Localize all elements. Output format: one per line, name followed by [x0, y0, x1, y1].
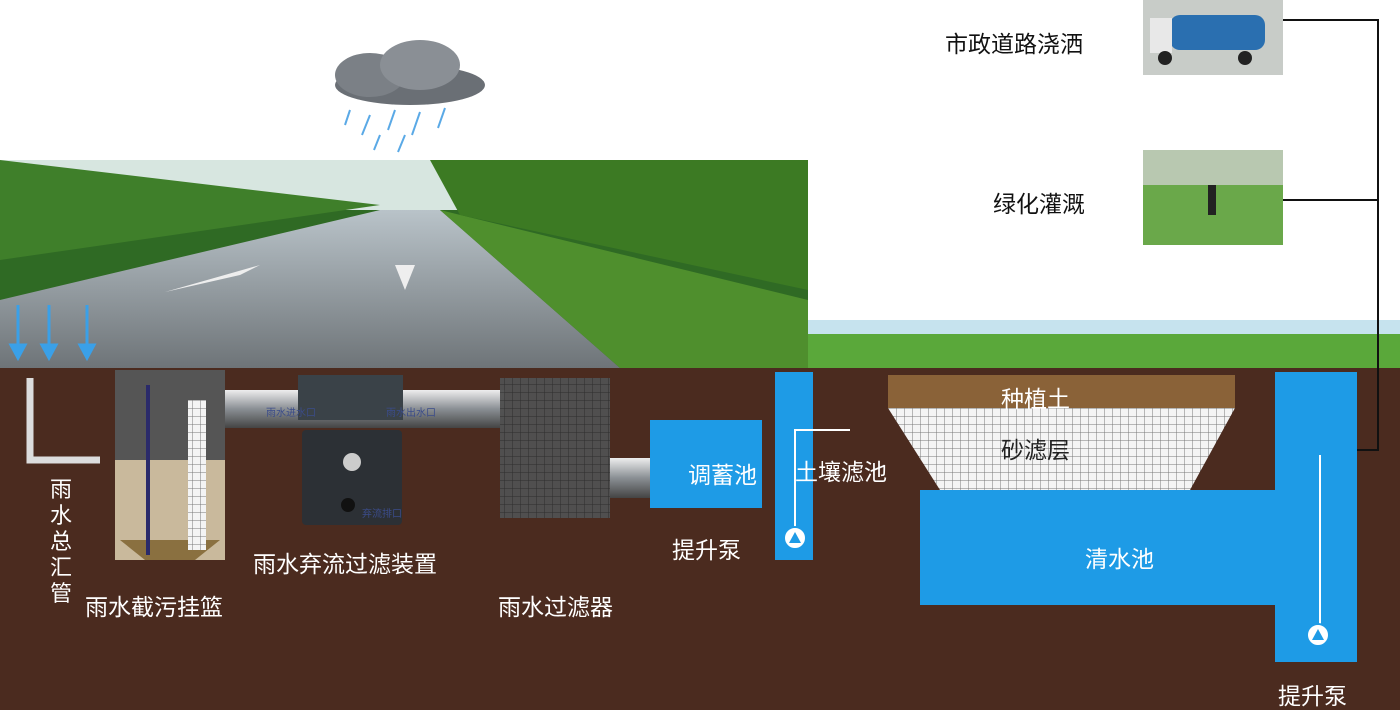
basket-well — [115, 370, 225, 560]
label-pump-1: 提升泵 — [672, 538, 741, 564]
label-clear-tank: 清水池 — [1085, 547, 1154, 573]
irrigation-image — [1143, 150, 1283, 245]
sand-layer — [888, 408, 1235, 490]
rain-filter — [500, 378, 610, 518]
diverter-device — [298, 375, 403, 525]
label-outlet: 雨水出水口 — [386, 408, 436, 419]
truck-image — [1143, 0, 1283, 75]
label-sand-layer: 砂滤层 — [1001, 438, 1070, 464]
clear-water-tank — [920, 490, 1280, 605]
label-planting-soil: 种植土 — [1001, 387, 1070, 413]
planting-soil — [888, 375, 1235, 408]
label-drain: 弃流排口 — [362, 509, 402, 520]
label-filter: 雨水过滤器 — [498, 595, 613, 621]
label-green-irrigation: 绿化灌溉 — [993, 192, 1085, 218]
rain-cloud-icon — [335, 40, 485, 153]
pipe-2 — [610, 458, 655, 498]
pump-well-2 — [1275, 372, 1357, 662]
storage-tank — [650, 420, 762, 508]
main-pipe — [26, 378, 100, 464]
label-diverter: 雨水弃流过滤装置 — [253, 552, 437, 578]
label-pump-2: 提升泵 — [1278, 684, 1347, 710]
label-soil-filter: 土壤滤池 — [795, 460, 887, 486]
road-photo — [0, 160, 808, 368]
label-basket: 雨水截污挂篮 — [85, 595, 223, 621]
label-main-pipe: 雨水总汇管 — [50, 478, 73, 607]
rain-arrows — [8, 305, 97, 362]
label-storage-tank: 调蓄池 — [688, 463, 757, 489]
label-inlet: 雨水进水口 — [266, 408, 316, 419]
label-road-washing: 市政道路浇洒 — [945, 32, 1083, 58]
